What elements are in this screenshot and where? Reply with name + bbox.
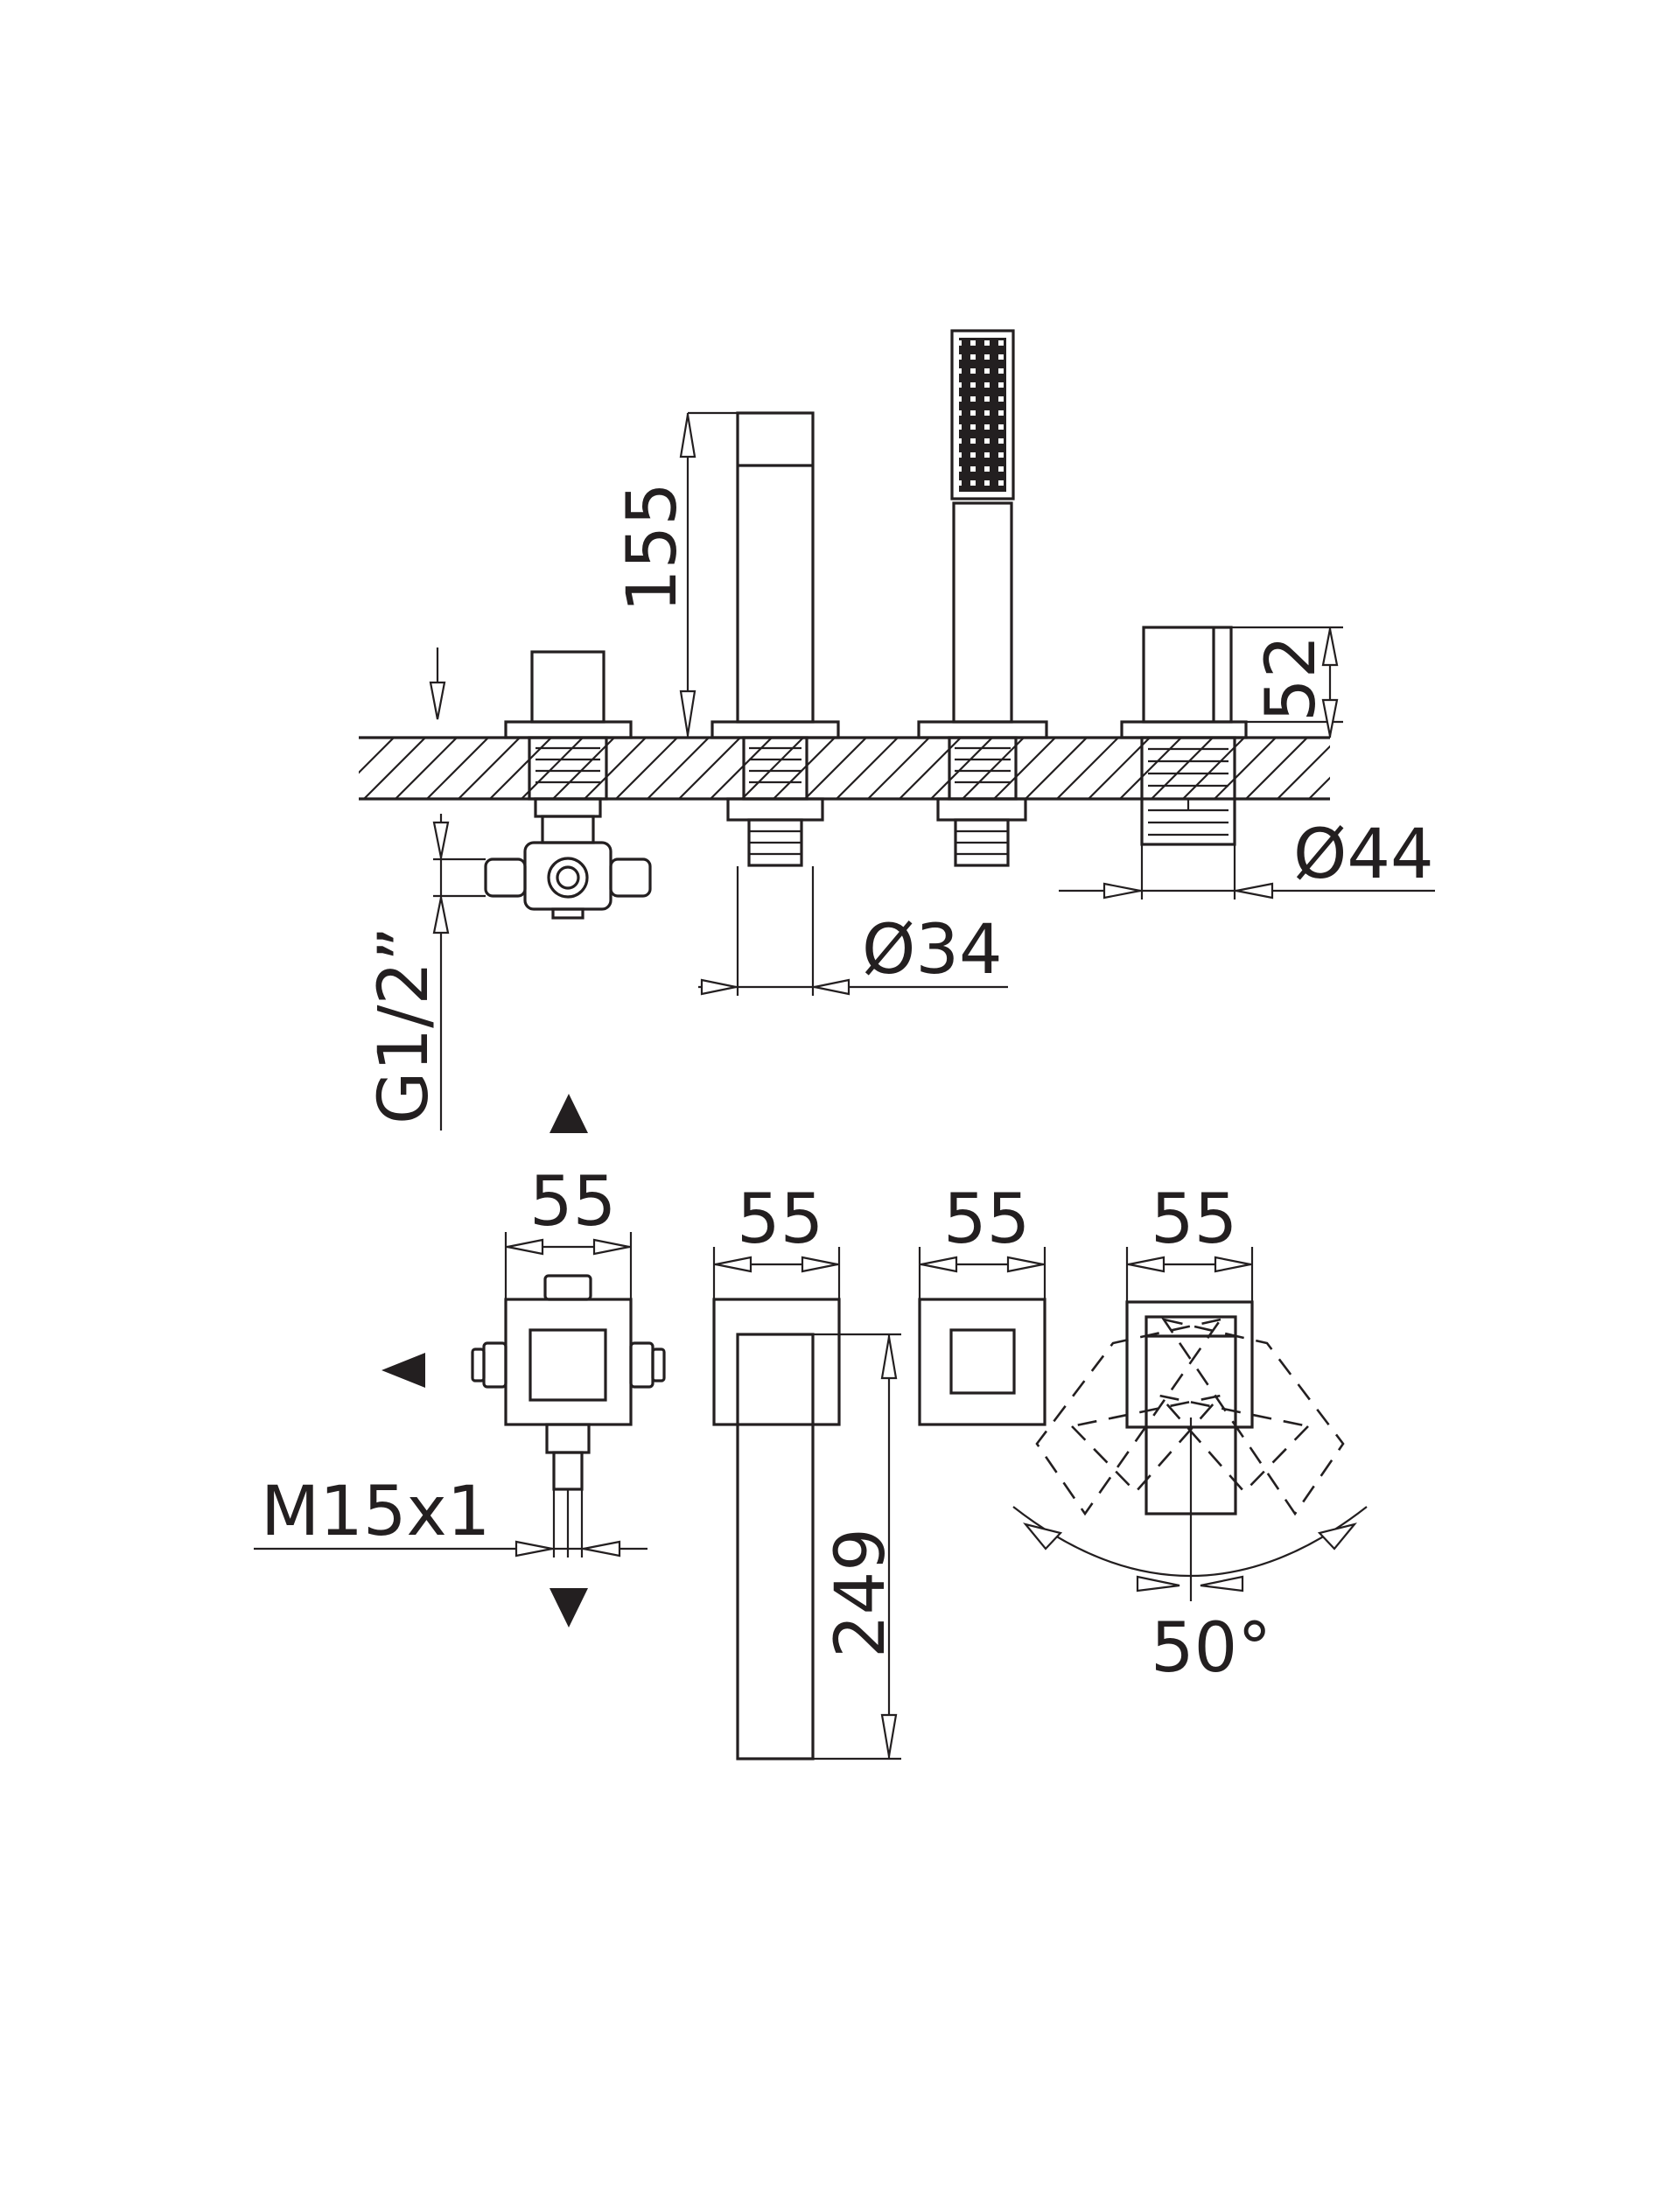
dimension-diameter-44: Ø44 bbox=[1059, 816, 1435, 900]
deck-section bbox=[359, 736, 1402, 801]
dim-angle-50-label: 50° bbox=[1151, 1609, 1271, 1688]
hatch-line bbox=[1340, 738, 1402, 799]
arrow-up-icon bbox=[550, 1094, 588, 1133]
lever-rotation-ghost-right bbox=[1156, 1317, 1345, 1516]
dimension-155: 155 bbox=[613, 411, 738, 739]
dimension-52: 52 bbox=[1231, 626, 1343, 738]
shower-head-nozzles bbox=[959, 338, 1006, 492]
hatch-line bbox=[359, 738, 395, 774]
hatch-line bbox=[993, 738, 1056, 800]
spout-side-view bbox=[710, 411, 840, 867]
hatch-line bbox=[1245, 738, 1308, 800]
hatch-line bbox=[1025, 738, 1088, 800]
hatch-line bbox=[773, 738, 836, 800]
dim-249-label: 249 bbox=[822, 1528, 900, 1658]
dim-55-spout-label: 55 bbox=[737, 1180, 823, 1259]
hatch-line bbox=[363, 738, 426, 800]
deck-arrow-dimension bbox=[429, 648, 446, 720]
dimension-diameter-34: Ø34 bbox=[698, 866, 1008, 996]
hatch-line bbox=[1088, 738, 1151, 800]
dimension-55-hand-shower: 55 bbox=[918, 1180, 1046, 1299]
dimension-55-mixer: 55 bbox=[1125, 1180, 1254, 1302]
hatch-line bbox=[962, 738, 1025, 800]
hatch-line bbox=[1151, 738, 1214, 800]
hatch-line bbox=[1308, 776, 1330, 800]
hatch-line bbox=[836, 738, 899, 800]
hatch-line bbox=[458, 738, 521, 800]
hand-shower-side-view bbox=[917, 329, 1048, 867]
arrow-left-icon bbox=[382, 1353, 425, 1388]
hatch-line bbox=[930, 738, 993, 800]
dim-diameter-44-label: Ø44 bbox=[1293, 816, 1434, 894]
mixer-side-view bbox=[1120, 626, 1248, 846]
dim-thread-g12-label: G1/2” bbox=[365, 927, 444, 1124]
diverter-top-view bbox=[382, 1094, 666, 1628]
thread-lines bbox=[536, 746, 600, 784]
dim-thread-m15-label: M15x1 bbox=[261, 1473, 490, 1551]
dimension-thread-m15: M15x1 bbox=[254, 1473, 648, 1558]
hand-shower-top-view bbox=[918, 1298, 1046, 1426]
hatch-line bbox=[804, 738, 867, 800]
dimension-55-diverter: 55 bbox=[504, 1163, 633, 1299]
hatch-line bbox=[489, 738, 552, 800]
hatch-line bbox=[741, 738, 804, 800]
lever-rotation-ghost-left bbox=[1035, 1318, 1224, 1516]
dimension-55-spout: 55 bbox=[712, 1180, 841, 1299]
dim-diameter-34-label: Ø34 bbox=[862, 911, 1003, 990]
spout-top-view bbox=[712, 1298, 841, 1760]
dim-52-label: 52 bbox=[1252, 635, 1331, 722]
hatch-line bbox=[1119, 738, 1182, 800]
hatch-line bbox=[615, 738, 678, 800]
diverter-side-view bbox=[484, 650, 652, 920]
dimension-249: 249 bbox=[813, 1333, 901, 1760]
hatch-line bbox=[1277, 745, 1330, 800]
hatch-line bbox=[1214, 738, 1277, 800]
dim-55-diverter-label: 55 bbox=[529, 1163, 616, 1242]
dimension-thread-g12: G1/2” bbox=[365, 814, 486, 1130]
dim-55-mixer-label: 55 bbox=[1151, 1180, 1237, 1259]
hatch-line bbox=[584, 738, 647, 800]
hatch-line bbox=[552, 738, 615, 800]
arrow-down-icon bbox=[550, 1588, 588, 1628]
hatch-line bbox=[1056, 738, 1119, 800]
hatch-line bbox=[647, 738, 710, 800]
mixer-top-view bbox=[1035, 1300, 1345, 1601]
hatch-line bbox=[899, 738, 962, 800]
dim-55-hand-shower-label: 55 bbox=[943, 1180, 1030, 1259]
hatch-line bbox=[710, 738, 773, 800]
dimension-angle-50: 50° bbox=[1012, 1506, 1368, 1688]
dim-155-label: 155 bbox=[613, 482, 692, 612]
hatch-line bbox=[867, 738, 930, 800]
hatch-line bbox=[395, 738, 458, 800]
hatch-line bbox=[678, 738, 741, 800]
hatch-line bbox=[426, 738, 489, 800]
